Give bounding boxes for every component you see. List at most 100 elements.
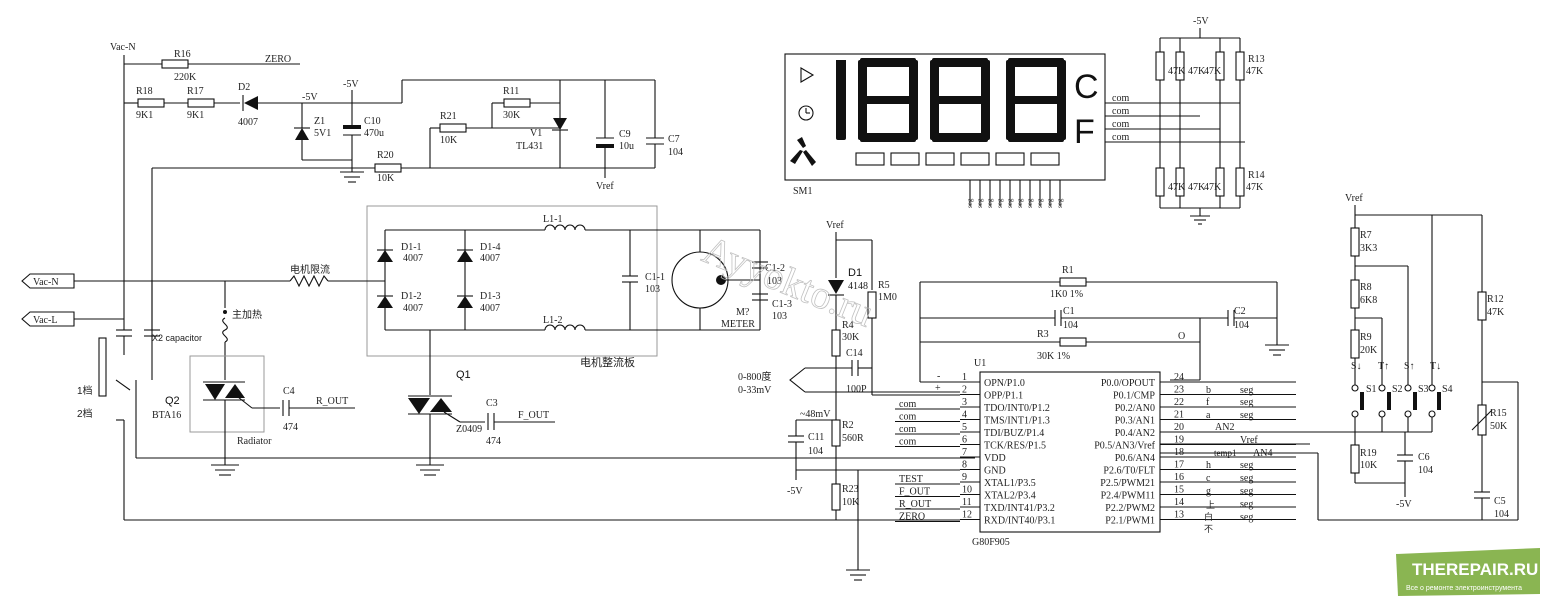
r5-label: R5: [878, 280, 890, 291]
pin-minus-label: -: [937, 371, 940, 382]
r14-value: 47K: [1246, 182, 1264, 193]
m5v-label-b: -5V: [343, 79, 359, 90]
meter-label: METER: [721, 319, 755, 330]
r21-value: 10K: [440, 135, 458, 146]
d1-value: 4148: [848, 281, 868, 292]
r8-label: R8: [1360, 282, 1372, 293]
r13-label: R13: [1248, 54, 1265, 65]
resistor-r8: [1350, 279, 1360, 309]
mcu-pin-name: TDI/BUZ/P1.4: [984, 428, 1044, 439]
digit-1: [836, 60, 846, 140]
mcu-pin-number: 23: [1174, 385, 1184, 396]
mcu-body: [979, 371, 1161, 533]
s1-label: S1: [1366, 384, 1377, 395]
c1-value: 104: [1063, 320, 1078, 331]
c1-1-label: C1-1: [645, 272, 665, 283]
d1-3-value: 4007: [480, 303, 500, 314]
net-b-label: b: [1206, 385, 1211, 396]
d1-2-value: 4007: [403, 303, 423, 314]
gear-2-label: 2档: [77, 407, 93, 420]
mcu-pin-name: P2.4/PWM11: [1101, 491, 1155, 502]
net-f-label: f: [1206, 397, 1210, 408]
diode-d1-4: [457, 250, 473, 262]
display-module-sm1: [784, 53, 1106, 181]
seg-net-6: seg: [1240, 486, 1253, 497]
mcu-pin-number: 12: [962, 510, 972, 521]
l1-2-label: L1-2: [543, 315, 562, 326]
u1-label: U1: [974, 358, 986, 369]
d1-label: D1: [848, 267, 862, 279]
m5v-label-a: -5V: [302, 92, 318, 103]
r16-value: 220K: [174, 72, 197, 83]
m5v-label-d: -5V: [787, 486, 803, 497]
seg-net-5: seg: [1240, 473, 1253, 484]
seg-net-2: seg: [1240, 397, 1253, 408]
resistor-r12: [1477, 291, 1487, 321]
x2-capacitor-label: X2 capacitor: [152, 333, 202, 343]
mcu-pin-name: P0.3/AN1: [1115, 416, 1155, 427]
r12-value: 47K: [1487, 307, 1505, 318]
mcu-pin-name: TMS/INT1/P1.3: [984, 416, 1050, 427]
c11-value: 104: [808, 446, 823, 457]
com-label-4: com: [1112, 132, 1129, 143]
c10-value: 470u: [364, 128, 384, 139]
l1-1-label: L1-1: [543, 214, 562, 225]
com-resistor-network: -5V 47K 47K 47K R13 47K 47K 47K 47K R14 …: [1155, 16, 1265, 225]
fahrenheit-letter: F: [1074, 113, 1095, 151]
badge-title: THEREPAIR.RU: [1412, 560, 1538, 579]
r18-value: 9K1: [136, 110, 153, 121]
seg-pin-label-5: seg: [1006, 198, 1014, 208]
meter-ref-label: M?: [736, 307, 750, 318]
seg-pin-label-6: seg: [1016, 198, 1024, 208]
mcu-pin-number: 8: [962, 460, 967, 471]
seg-pin-label-1: seg: [966, 198, 974, 208]
mcu-pin-name: P2.1/PWM1: [1105, 516, 1155, 527]
c7-value: 104: [668, 147, 683, 158]
r3-label: R3: [1037, 329, 1049, 340]
r7-value: 3K3: [1360, 243, 1377, 254]
digit-8-c: [1006, 58, 1066, 142]
capacitor-c9: [596, 144, 614, 148]
r-net-value-2: 47K: [1188, 66, 1206, 77]
c1-label: C1: [1063, 306, 1075, 317]
site-badge[interactable]: THEREPAIR.RU Все о ремонте электроинстру…: [1396, 548, 1540, 596]
r17-value: 9K1: [187, 110, 204, 121]
net-g-label: g: [1206, 486, 1211, 497]
mcu-net-label: com: [899, 399, 916, 410]
radiator-outline: [189, 355, 265, 433]
diode-d1: [828, 280, 844, 294]
mcu-left-pins: 1OPN/P1.02OPP/P1.13TDO/INT0/P1.2com4TMS/…: [895, 372, 1055, 527]
m5v-top-label: -5V: [1193, 16, 1209, 27]
net-a-label: a: [1206, 410, 1211, 421]
vac-l-label: Vac-L: [33, 315, 57, 326]
board-label: 电机整流板: [580, 355, 635, 369]
s2-label: S2: [1392, 384, 1403, 395]
c1-3-value: 103: [772, 311, 787, 322]
d1-4-value: 4007: [480, 253, 500, 264]
c3-value: 474: [486, 436, 501, 447]
play-icon: [800, 67, 815, 83]
seg-pin-label-9: seg: [1046, 198, 1054, 208]
net-bai-label: 白: [1204, 511, 1213, 522]
ac-input-section: Vac-N Vac-L 电机限流 X2 capacitor 1档 2档 主加热 …: [21, 263, 975, 521]
motor-rectifier-board: 电机整流板 D1-1 4007 D1-2 4007 D1-4 4007 D1-3…: [366, 205, 792, 369]
indicator-bar-row: [855, 152, 1060, 166]
mcu-pin-name: TDO/INT0/P1.2: [984, 403, 1050, 414]
mcu-pin-number: 1: [962, 372, 967, 383]
r-out-label: R_OUT: [316, 396, 348, 407]
opout-net-label: O: [1178, 331, 1185, 342]
gear-switch: [98, 337, 107, 397]
z1-value: 5V1: [314, 128, 331, 139]
mcu-pin-name: TXD/INT41/P3.2: [984, 503, 1055, 514]
mcu-pin-number: 24: [1174, 372, 1184, 383]
r2-label: R2: [842, 420, 854, 431]
resistor-r7: [1350, 227, 1360, 257]
diode-d1-3: [457, 296, 473, 308]
r23-value: 10K: [842, 497, 860, 508]
mcu-pin-name: P0.6/AN4: [1115, 453, 1155, 464]
d1-4-label: D1-4: [480, 242, 501, 253]
vref-label-2: Vref: [826, 220, 844, 231]
mcu-pin-name: P0.5/AN3/Vref: [1094, 441, 1155, 452]
reference-tl431: [553, 118, 567, 130]
display-seg-pins: seg seg seg seg seg seg seg seg seg seg: [966, 180, 1064, 208]
